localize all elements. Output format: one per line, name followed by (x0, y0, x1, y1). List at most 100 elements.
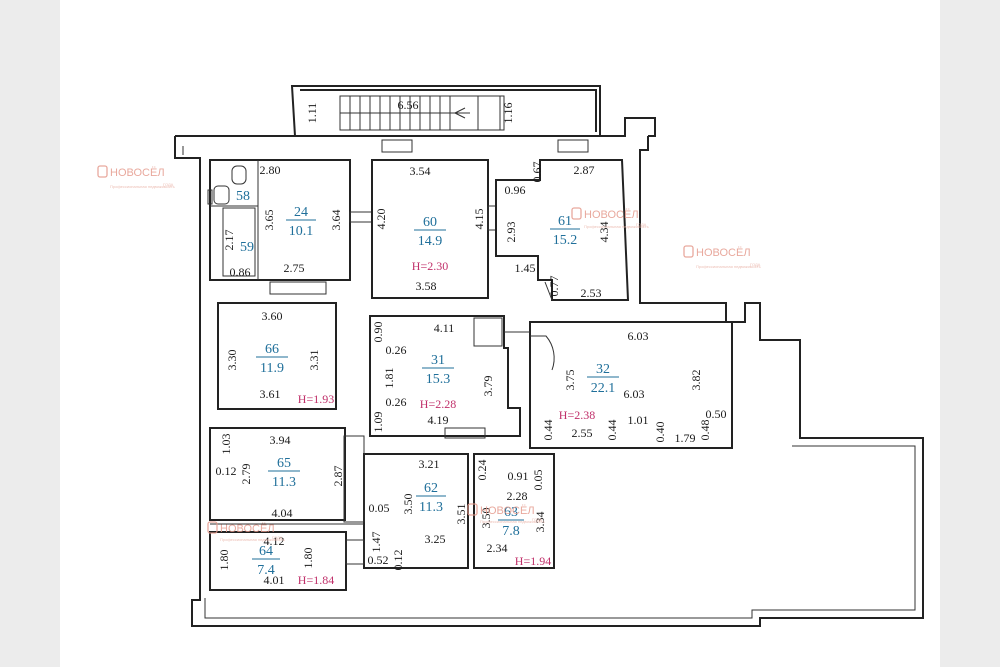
dim-label: 1.79 (675, 431, 696, 445)
dim-label: 0.12 (391, 550, 405, 571)
watermark-tagline: Профессиональная недвижимость (110, 184, 175, 189)
dim-label: 0.40 (653, 422, 667, 443)
outer-walls (174, 85, 924, 627)
watermark-tagline: Профессиональная недвижимость (584, 224, 649, 229)
room-number: 61 (558, 214, 572, 229)
watermark-5: НОВОСЁЛ Профессиональная недвижимость ГО… (467, 503, 545, 524)
house-logo-icon (97, 165, 108, 178)
dim-label: 0.24 (475, 460, 489, 481)
dim-label: 6.03 (624, 387, 645, 401)
room-area: 22.1 (591, 381, 616, 396)
plan-sheet: 58 59 24 10.1 60 14.9 H=2.30 61 15.2 66 … (60, 0, 940, 667)
dim-label: 0.91 (508, 469, 529, 483)
dim-label: 2.17 (222, 230, 236, 251)
dim-label: 3.25 (425, 532, 446, 546)
dim-label: 2.79 (239, 464, 253, 485)
dimension-labels: 6.56 1.11 1.16 2.80 3.65 3.64 2.75 2.17 … (216, 98, 727, 587)
room-60: 60 14.9 H=2.30 (412, 215, 448, 273)
dim-label: 2.34 (487, 541, 508, 555)
dim-label: 1.11 (305, 103, 319, 124)
room-height: H=1.93 (298, 392, 334, 406)
dim-label: 1.47 (369, 532, 383, 553)
dim-label: 3.65 (262, 210, 276, 231)
watermark-4: НОВОСЁЛ Профессиональная недвижимость ГО… (207, 521, 285, 542)
dim-label: 1.16 (501, 103, 515, 124)
dim-label: 1.81 (382, 368, 396, 389)
room-number: 60 (423, 215, 437, 230)
dim-label: 0.77 (547, 276, 561, 297)
dim-label: 3.75 (563, 370, 577, 391)
watermark-badge: ГОДА (163, 182, 174, 187)
room-number: 59 (240, 240, 254, 255)
room-area: 15.2 (553, 233, 578, 248)
dim-label: 3.50 (479, 508, 493, 529)
dim-label: 2.87 (331, 466, 345, 487)
room-area: 7.4 (257, 563, 275, 578)
house-logo-icon (571, 207, 582, 220)
room-number: 64 (259, 544, 273, 559)
dim-label: 3.31 (307, 350, 321, 371)
room-59: 59 (240, 240, 254, 255)
room-64: 64 7.4 H=1.84 (252, 544, 334, 587)
room-31: 31 15.3 H=2.28 (420, 353, 456, 411)
watermark-tagline: Профессиональная недвижимость (220, 537, 285, 542)
dim-label: 0.44 (605, 420, 619, 441)
dim-label: 3.51 (454, 504, 468, 525)
watermark-brand: НОВОСЁЛ (110, 167, 165, 179)
dim-label: 1.80 (217, 550, 231, 571)
dim-label: 0.12 (216, 464, 237, 478)
house-logo-icon (207, 521, 218, 534)
room-number: 58 (236, 189, 250, 204)
dim-label: 3.79 (481, 376, 495, 397)
room-walls (207, 159, 733, 591)
room-height: H=2.30 (412, 259, 448, 273)
dim-label: 2.75 (284, 261, 305, 275)
dim-label: 3.82 (689, 370, 703, 391)
room-area: 7.8 (502, 524, 520, 539)
house-logo-icon (683, 245, 694, 258)
watermark-tagline: Профессиональная недвижимость (480, 519, 545, 524)
dim-label: 0.26 (386, 395, 407, 409)
room-height: H=1.94 (515, 554, 551, 568)
watermark-badge: ГОДА (636, 222, 647, 227)
room-number: 24 (294, 205, 308, 220)
watermark-brand: НОВОСЁЛ (696, 247, 751, 259)
room-area: 11.3 (272, 475, 296, 490)
dim-label: 3.58 (416, 279, 437, 293)
staircase (339, 95, 589, 153)
dim-label: 4.34 (597, 222, 611, 243)
room-area: 10.1 (289, 224, 314, 239)
dim-label: 1.80 (301, 548, 315, 569)
dim-label: 3.61 (260, 387, 281, 401)
watermark-1: НОВОСЁЛ Профессиональная недвижимость ГО… (97, 165, 175, 189)
room-number: 31 (431, 353, 445, 368)
dim-label: 0.86 (230, 265, 251, 279)
dim-label: 2.87 (574, 163, 595, 177)
dim-label: 3.34 (533, 512, 547, 533)
watermark-3: НОВОСЁЛ Профессиональная недвижимость ГО… (683, 245, 761, 269)
room-height: H=2.38 (559, 408, 595, 422)
watermark-badge: ГОДА (272, 535, 283, 540)
watermark-2: НОВОСЁЛ Профессиональная недвижимость ГО… (571, 207, 649, 229)
dim-label: 2.80 (260, 163, 281, 177)
dim-label: 0.50 (706, 407, 727, 421)
dim-label: 0.67 (530, 162, 544, 183)
room-height: H=1.84 (298, 573, 334, 587)
dim-label: 6.03 (628, 329, 649, 343)
room-height: H=2.28 (420, 397, 456, 411)
dim-label: 6.56 (398, 98, 419, 112)
dim-label: 0.90 (371, 322, 385, 343)
room-58: 58 (236, 189, 250, 204)
room-number: 66 (265, 342, 279, 357)
dim-label: 4.20 (374, 209, 388, 230)
dim-label: 1.03 (219, 434, 233, 455)
room-24: 24 10.1 (286, 205, 316, 239)
watermark-brand: НОВОСЁЛ (480, 505, 535, 517)
dim-label: 3.30 (225, 350, 239, 371)
room-number: 32 (596, 362, 610, 377)
room-number: 62 (424, 481, 438, 496)
dim-label: 2.93 (504, 222, 518, 243)
room-number: 63 (504, 505, 518, 520)
watermark-brand: НОВОСЁЛ (584, 209, 639, 221)
room-66: 66 11.9 H=1.93 (256, 342, 334, 406)
